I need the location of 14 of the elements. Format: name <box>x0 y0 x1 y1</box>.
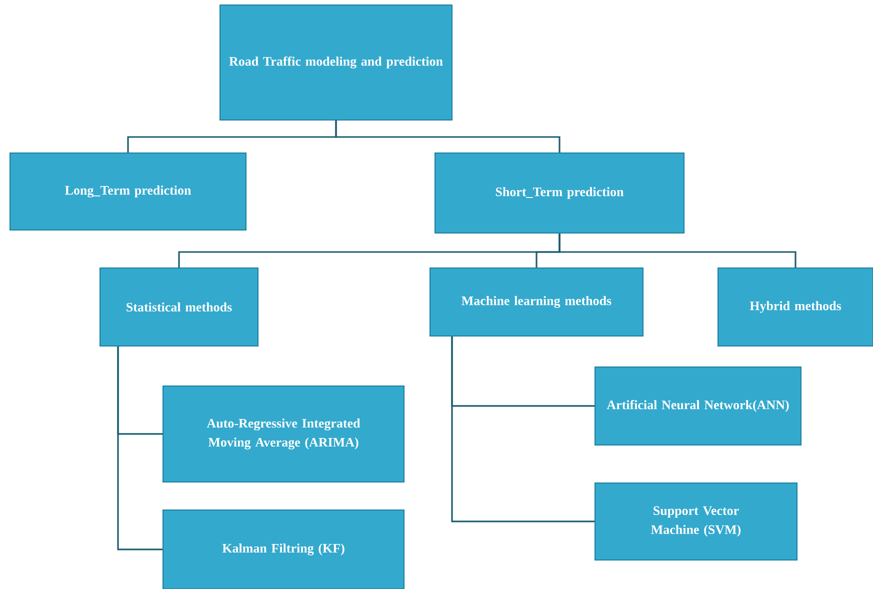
process-box: Short_Term prediction <box>434 152 684 234</box>
process-box: Hybrid methods <box>718 267 873 346</box>
process-box: Statistical methods <box>100 267 258 346</box>
process-box: Auto-Regressive Integrated Moving Average (ARIMA) <box>162 385 404 482</box>
process-box: Support Vector Machine (SVM) <box>594 482 798 560</box>
connector-line <box>558 233 796 268</box>
connector-line <box>335 120 560 152</box>
process-box: Long_Term prediction <box>10 152 246 230</box>
process-box: Artificial Neural Network(ANN) <box>594 366 802 446</box>
connector-line <box>117 346 162 550</box>
connector-line <box>451 336 594 522</box>
process-box: Machine learning methods <box>430 267 644 336</box>
process-box: Road Traffic modeling and prediction <box>220 4 452 120</box>
process-box: Kalman Filtring (KF) <box>162 509 404 589</box>
